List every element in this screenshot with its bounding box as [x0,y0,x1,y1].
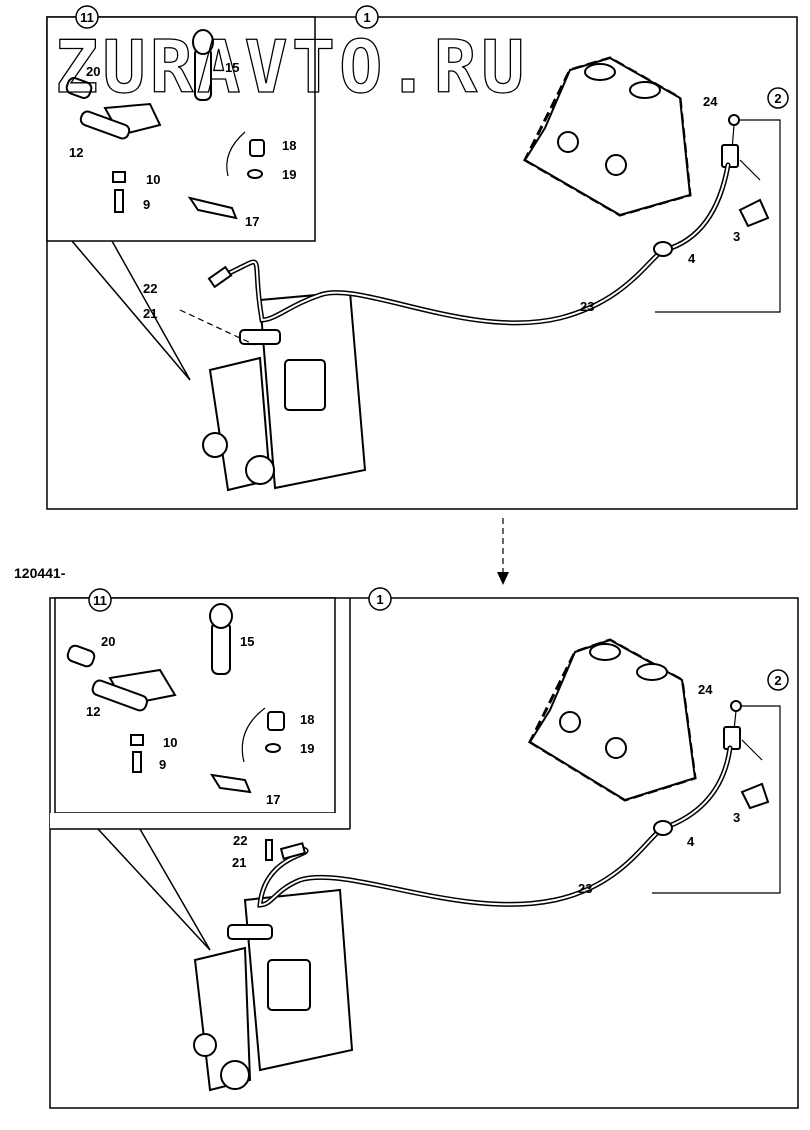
top-label-4: 4 [688,251,696,266]
bottom-label-18: 18 [300,712,314,727]
top-label-24: 24 [703,94,718,109]
bottom-valve-block [528,638,697,802]
bottom-callout-1-text: 1 [376,592,383,607]
bottom-detail-pointer [97,828,211,951]
bottom-label-24: 24 [698,682,713,697]
bottom-label-10: 10 [163,735,177,750]
bottom-label-17: 17 [266,792,280,807]
bottom-callout-2: 2 [767,669,789,691]
top-callout-1-text: 1 [363,10,370,25]
watermark: ZURAVTO.RU [55,25,528,109]
bottom-callout-2-text: 2 [774,673,781,688]
bottom-label-21: 21 [232,855,246,870]
bottom-label-4: 4 [687,834,695,849]
top-label-21: 21 [143,306,157,321]
bottom-callout-11: 11 [88,588,112,612]
top-bracket-2 [655,119,781,313]
top-detail-parts [65,29,265,220]
top-lever [721,114,770,228]
bottom-main-frame [49,597,799,1109]
top-callout-2-text: 2 [774,91,781,106]
top-callout-11: 11 [75,5,99,29]
transition-arrow [497,518,509,585]
bottom-detail-frame [54,597,336,814]
top-label-3: 3 [733,229,740,244]
top-label-10: 10 [146,172,160,187]
bottom-label-20: 20 [101,634,115,649]
top-hitch-assembly [202,290,367,492]
top-callout-2: 2 [767,87,789,109]
bottom-label-12: 12 [86,704,100,719]
bottom-callout-11-text: 11 [93,593,107,608]
bottom-callout-1: 1 [368,587,392,611]
bottom-detail-parts [66,603,285,794]
top-label-23: 23 [580,299,594,314]
bottom-hitch-assembly [193,888,354,1092]
bottom-label-19: 19 [300,741,314,756]
top-assembly: 11 1 2 [46,5,798,510]
top-valve-block [523,56,692,217]
top-label-15: 15 [225,60,239,75]
top-callout-1: 1 [355,5,379,29]
top-label-22: 22 [143,281,157,296]
bottom-lever [723,700,770,810]
bottom-label-3: 3 [733,810,740,825]
bottom-label-23: 23 [578,881,592,896]
top-label-18: 18 [282,138,296,153]
bottom-assembly: 11 1 2 [49,587,799,1109]
top-label-17: 17 [245,214,259,229]
top-main-frame [46,16,798,510]
top-label-12: 12 [69,145,83,160]
bottom-label-15: 15 [240,634,254,649]
top-detail-frame [46,16,316,242]
top-label-19: 19 [282,167,296,182]
bottom-cable-23 [257,745,733,908]
top-label-9: 9 [143,197,150,212]
top-label-20: 20 [86,64,100,79]
reference-code: 120441- [14,565,66,581]
top-detail-pointer [71,240,191,381]
bottom-label-22: 22 [233,833,247,848]
bottom-bracket-2 [652,705,781,894]
top-cable-23 [207,162,731,326]
bottom-label-9: 9 [159,757,166,772]
top-callout-11-text: 11 [80,10,94,25]
